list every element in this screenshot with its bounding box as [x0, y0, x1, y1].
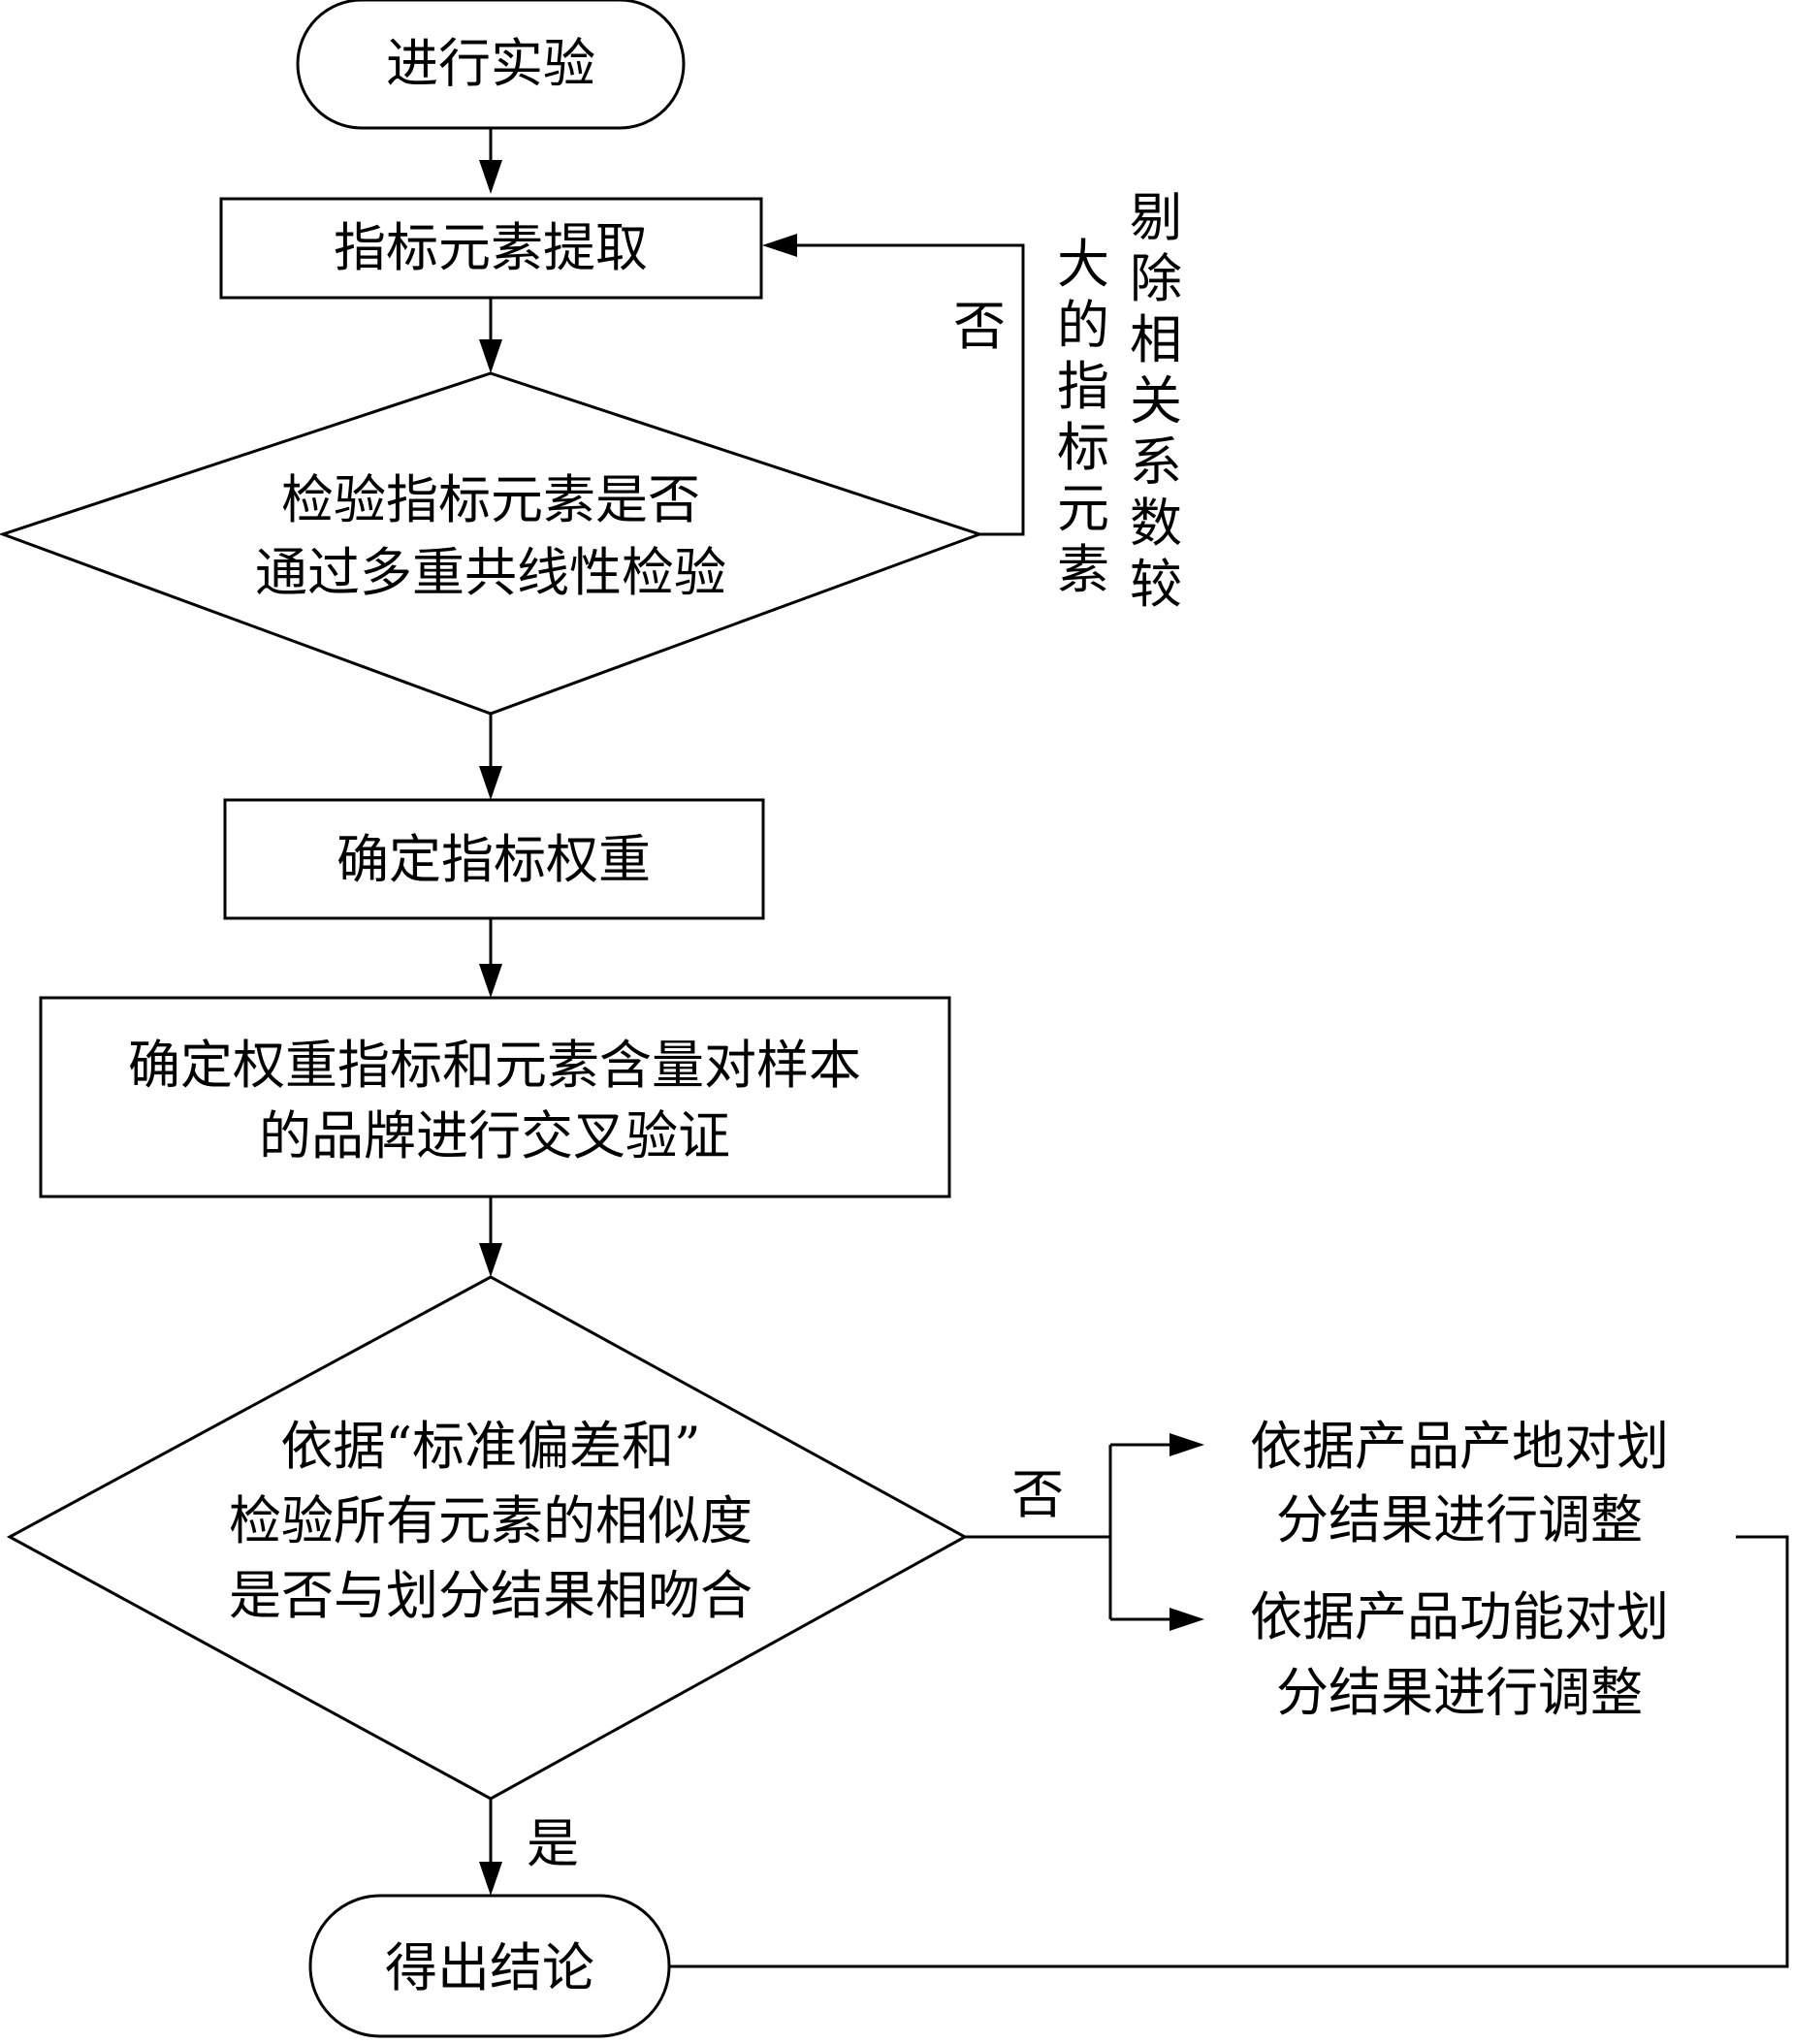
start-label: 进行实验 — [386, 33, 595, 94]
similarity-decision: 依据“标准偏差和” 检验所有元素的相似度 是否与划分结果相吻合 — [6, 1275, 969, 1801]
similarity-label-line2: 检验所有元素的相似度 — [229, 1490, 753, 1551]
end-node: 得出结论 — [308, 1894, 671, 2038]
similarity-label-line1: 依据“标准偏差和” — [280, 1416, 700, 1477]
side-note-char: 数 — [1130, 493, 1182, 554]
adjust-origin-line1: 依据产品产地对划 — [1250, 1416, 1669, 1477]
side-note-char: 标 — [1057, 417, 1109, 478]
connectors — [479, 128, 1789, 1968]
arrowhead-start-extract — [479, 160, 502, 194]
arrowhead-branch-origin — [1169, 1433, 1204, 1456]
cross-validate-node: 确定权重指标和元素含量对样本 的品牌进行交叉验证 — [39, 996, 951, 1198]
arrowhead-validate-similarity — [479, 1243, 502, 1277]
side-note-char: 元 — [1057, 478, 1109, 539]
adjust-origin-line2: 分结果进行调整 — [1276, 1489, 1643, 1550]
extract-label: 指标元素提取 — [334, 217, 648, 278]
similarity-label-line3: 是否与划分结果相吻合 — [229, 1565, 753, 1626]
extract-node: 指标元素提取 — [219, 197, 763, 300]
arrowhead-branch-function — [1169, 1608, 1204, 1631]
arrowhead-weights-validate — [479, 964, 502, 998]
start-node: 进行实验 — [296, 0, 686, 130]
side-note-char: 相 — [1130, 309, 1182, 370]
side-note: 剔 除 相 关 系 数 较 大 的 指 标 元 素 — [1057, 187, 1182, 615]
side-note-char: 系 — [1130, 431, 1182, 493]
side-note-char: 指 — [1057, 356, 1109, 417]
collinearity-decision: 检验指标元素是否 通过多重共线性检验 — [0, 371, 984, 716]
similarity-no-label: 否 — [1011, 1464, 1064, 1525]
adjust-function-line1: 依据产品功能对划 — [1250, 1586, 1669, 1647]
arrowhead-loop-extract — [762, 234, 797, 257]
weights-label: 确定指标权重 — [336, 829, 651, 890]
edge-adjust-end — [669, 1535, 1789, 1968]
collinearity-no-label: 否 — [953, 296, 1006, 357]
side-note-char: 较 — [1130, 554, 1182, 615]
arrowhead-extract-check — [479, 339, 502, 373]
collinearity-label-line2: 通过多重共线性检验 — [255, 542, 726, 603]
cross-validate-label-line1: 确定权重指标和元素含量对样本 — [128, 1035, 861, 1096]
side-note-char: 大 — [1057, 234, 1109, 295]
collinearity-label-line1: 检验指标元素是否 — [281, 469, 700, 530]
weights-node: 确定指标权重 — [223, 798, 765, 920]
edge-check-no-loop — [795, 243, 1025, 536]
side-note-char: 素 — [1057, 539, 1109, 600]
side-note-char: 的 — [1057, 295, 1109, 356]
adjust-function-node: 依据产品功能对划 分结果进行调整 — [1250, 1586, 1669, 1723]
side-note-char: 关 — [1130, 370, 1182, 431]
arrowhead-similarity-end — [479, 1862, 502, 1896]
end-label: 得出结论 — [385, 1937, 594, 1998]
arrowhead-check-weights — [479, 766, 502, 800]
similarity-yes-label: 是 — [527, 1813, 579, 1874]
adjust-function-line2: 分结果进行调整 — [1276, 1662, 1643, 1723]
side-note-char: 除 — [1130, 248, 1182, 309]
side-note-char: 剔 — [1130, 187, 1182, 248]
adjust-origin-node: 依据产品产地对划 分结果进行调整 — [1250, 1416, 1669, 1550]
cross-validate-label-line2: 的品牌进行交叉验证 — [259, 1105, 730, 1166]
